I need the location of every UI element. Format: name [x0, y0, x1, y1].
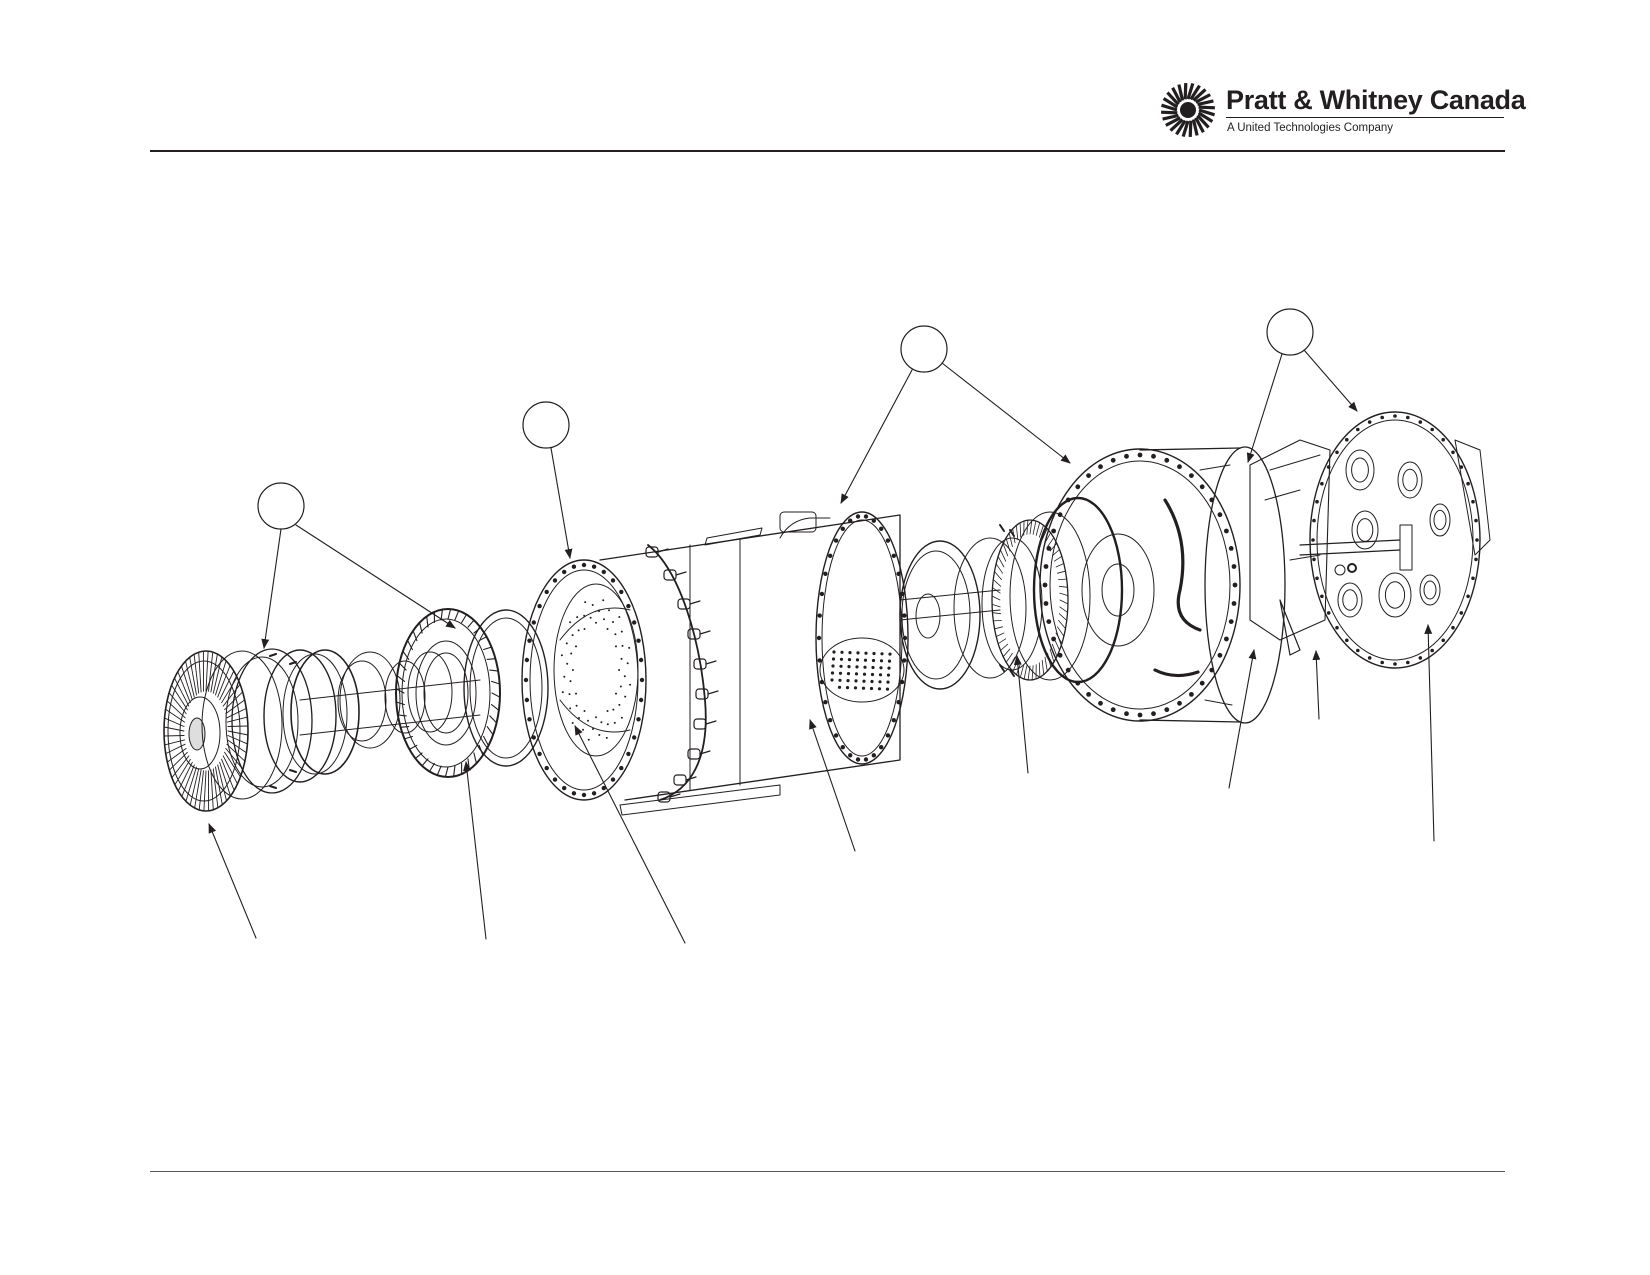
leader-line [1229, 649, 1257, 788]
callout-circle-3 [901, 326, 947, 372]
leader-lines [209, 350, 1434, 943]
leader-line [575, 725, 685, 943]
brand-tagline: A United Technologies Company [1227, 122, 1394, 134]
company-logo: Pratt & Whitney Canada A United Technolo… [1160, 82, 1526, 140]
callout-circle-2 [523, 402, 569, 448]
turbine-rotor-stack [900, 498, 1122, 689]
leader-line [1013, 655, 1028, 773]
exhaust-case [1040, 447, 1285, 723]
diffuser-ring-assembly [396, 609, 548, 777]
leader-line [1246, 354, 1282, 463]
leader-line [296, 525, 456, 628]
brand-name: Pratt & Whitney Canada [1226, 85, 1526, 115]
leader-line [1424, 624, 1434, 841]
compressor-rotor-assembly [164, 649, 480, 811]
header-divider [150, 150, 1505, 152]
leader-line [809, 719, 855, 851]
leader-line [1304, 350, 1358, 412]
leader-line [209, 823, 256, 938]
brand-divider [1226, 117, 1504, 118]
reduction-gearbox [1250, 412, 1490, 668]
leader-line [261, 529, 281, 649]
leader-line [463, 761, 486, 939]
leader-line [551, 448, 573, 559]
footer-divider [150, 1171, 1505, 1172]
callout-circle-1 [258, 483, 304, 529]
callout-circles [258, 309, 1313, 529]
leader-line [942, 363, 1071, 464]
gas-generator-case [522, 512, 908, 815]
callout-circle-4 [1267, 309, 1313, 355]
leader-line [1312, 650, 1321, 719]
sunburst-logo-icon [1160, 82, 1216, 138]
leader-line [841, 370, 912, 504]
